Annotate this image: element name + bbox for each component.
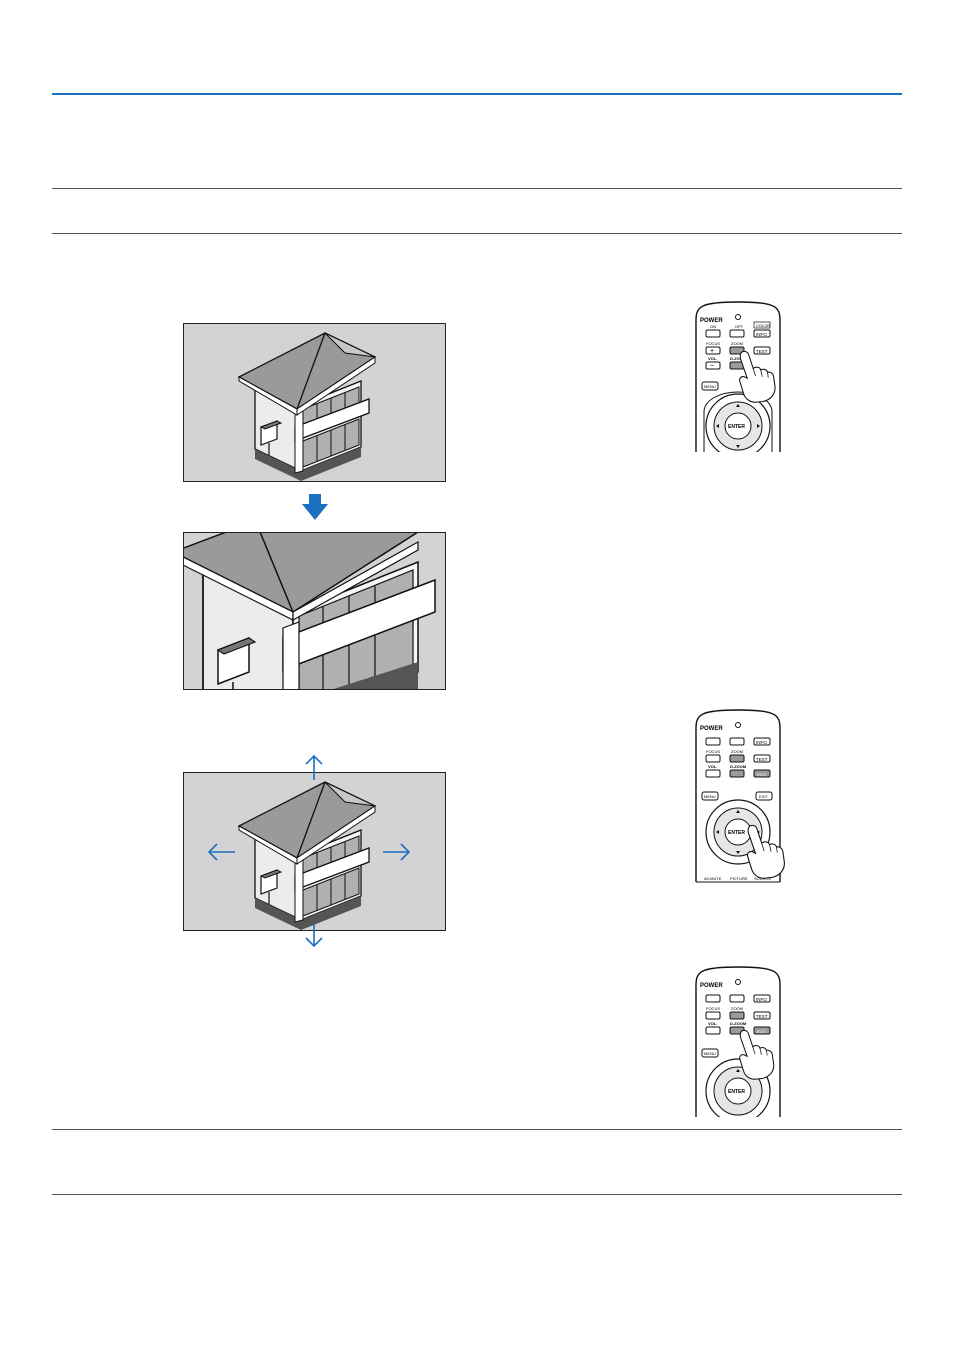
on-label: ON — [710, 324, 716, 329]
dzoom-minus-button[interactable] — [729, 769, 745, 778]
vol-label: VOL. — [708, 1021, 717, 1026]
info-button[interactable] — [753, 737, 771, 746]
power-off-button[interactable] — [729, 737, 745, 746]
down-arrow-icon — [301, 494, 329, 522]
test-label: TEST — [756, 349, 768, 354]
power-label: POWER — [700, 726, 723, 732]
power-off-button[interactable] — [729, 329, 745, 338]
info-label: INFO — [756, 740, 767, 745]
info-label: INFO — [756, 997, 767, 1002]
focus-label: FOCUS — [706, 1006, 720, 1011]
remote-zoom-minus: POWER INFO FOCUS ZOOM TEST VOL. D-ZOOM E… — [690, 965, 786, 1124]
vol-label: VOL. — [708, 356, 717, 361]
test-button[interactable] — [753, 346, 771, 355]
power-label: POWER — [700, 983, 723, 989]
enter-label: ENTER — [728, 424, 745, 430]
power-on-button[interactable] — [705, 994, 721, 1003]
enter-label: ENTER — [728, 830, 745, 836]
power-on-button[interactable] — [705, 329, 721, 338]
eco-button[interactable] — [753, 769, 771, 778]
enter-label: ENTER — [728, 1089, 745, 1095]
section-rule-3 — [52, 1129, 902, 1130]
off-label: OFF — [735, 324, 744, 329]
dzoom-label: D-ZOOM — [730, 356, 747, 361]
focus-plus-button[interactable] — [705, 754, 721, 763]
test-label: TEST — [756, 757, 768, 762]
focus-label: FOCUS — [706, 749, 720, 754]
picture-label: PICTURE — [730, 876, 748, 881]
vol-minus-button[interactable] — [705, 769, 721, 778]
left-arrow-icon — [207, 843, 235, 861]
header-rule — [52, 93, 902, 95]
minus-label: − — [710, 363, 714, 370]
test-label: TEST — [756, 1014, 768, 1019]
exit-label: EXIT — [759, 794, 768, 799]
menu-button[interactable] — [701, 381, 719, 391]
info-label: INFO — [756, 332, 767, 337]
avmute-label: AV-MUTE — [704, 876, 722, 881]
test-button[interactable] — [753, 1011, 771, 1020]
up-arrow-icon — [303, 754, 325, 780]
menu-label: MENU — [704, 794, 716, 799]
menu-label: MENU — [704, 384, 716, 389]
vol-minus-button[interactable] — [705, 361, 721, 370]
enter-button[interactable] — [724, 412, 752, 440]
menu-label: MENU — [704, 1051, 716, 1056]
dzoom-plus-button[interactable] — [729, 754, 745, 763]
eco-label: ECO — [757, 772, 766, 777]
enter-button[interactable] — [724, 1077, 752, 1105]
info-button[interactable] — [753, 994, 771, 1003]
menu-button[interactable] — [701, 1048, 719, 1058]
right-arrow-icon — [383, 843, 411, 861]
down-thin-arrow-icon — [303, 924, 325, 950]
eco-button[interactable] — [753, 1026, 771, 1035]
dzoom-plus-button[interactable] — [729, 346, 745, 355]
dzoom-plus-button[interactable] — [729, 1011, 745, 1020]
vol-label: VOL. — [708, 764, 717, 769]
menu-button[interactable] — [701, 791, 719, 801]
power-on-button[interactable] — [705, 737, 721, 746]
focus-plus-button[interactable] — [705, 1011, 721, 1020]
remote-zoom-plus: POWER ON OFF COLOR INFO FOCUS ZOOM + TES… — [690, 300, 786, 459]
dzoom-label: D-ZOOM — [730, 764, 747, 769]
screen-panning — [183, 772, 446, 931]
screen-zoomed — [183, 532, 446, 690]
section-rule-2 — [52, 233, 902, 234]
exit-button[interactable] — [755, 791, 773, 801]
section-rule-4 — [52, 1194, 902, 1195]
info-button[interactable] — [753, 329, 771, 338]
focus-label: FOCUS — [706, 341, 720, 346]
power-off-button[interactable] — [729, 994, 745, 1003]
color-label: COLOR — [756, 323, 770, 328]
house-zoomed-illustration — [183, 532, 436, 690]
vol-minus-button[interactable] — [705, 1026, 721, 1035]
dzoom-label: D-ZOOM — [730, 1021, 747, 1026]
zoom-label: ZOOM — [731, 1006, 743, 1011]
test-button[interactable] — [753, 754, 771, 763]
zoom-label: ZOOM — [731, 341, 743, 346]
power-label: POWER — [700, 318, 723, 324]
section-rule-1 — [52, 188, 902, 189]
plus-label: + — [710, 348, 714, 355]
remote-select: POWER INFO FOCUS ZOOM TEST VOL. D-ZOOM E… — [690, 708, 786, 884]
zoom-label: ZOOM — [731, 749, 743, 754]
eco-label: ECO — [757, 1029, 766, 1034]
focus-plus-button[interactable] — [705, 346, 721, 355]
screen-original — [183, 323, 446, 482]
